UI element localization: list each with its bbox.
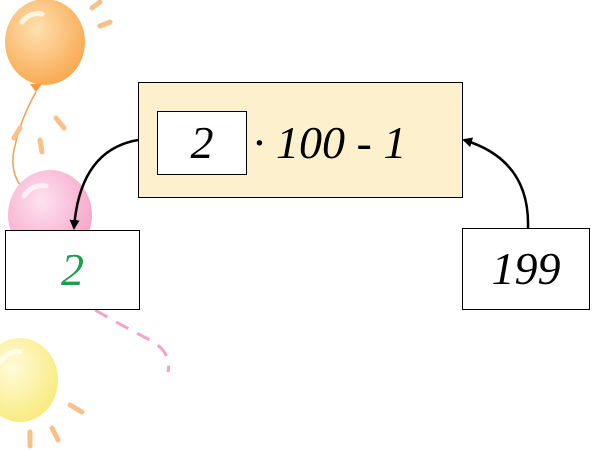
result-box: 2 [5, 230, 140, 310]
input-value: 199 [491, 243, 561, 294]
balloon-yellow-icon [0, 338, 85, 449]
expression-box: 2 · 100 - 1 [138, 82, 463, 198]
input-box: 199 [462, 228, 590, 310]
expression-text: · 100 - 1 [253, 117, 407, 168]
first-operand: 2 [190, 117, 214, 168]
substituted-value-box: 2 [157, 111, 247, 175]
balloon-orange-icon [5, 0, 113, 186]
result-value: 2 [61, 244, 84, 295]
